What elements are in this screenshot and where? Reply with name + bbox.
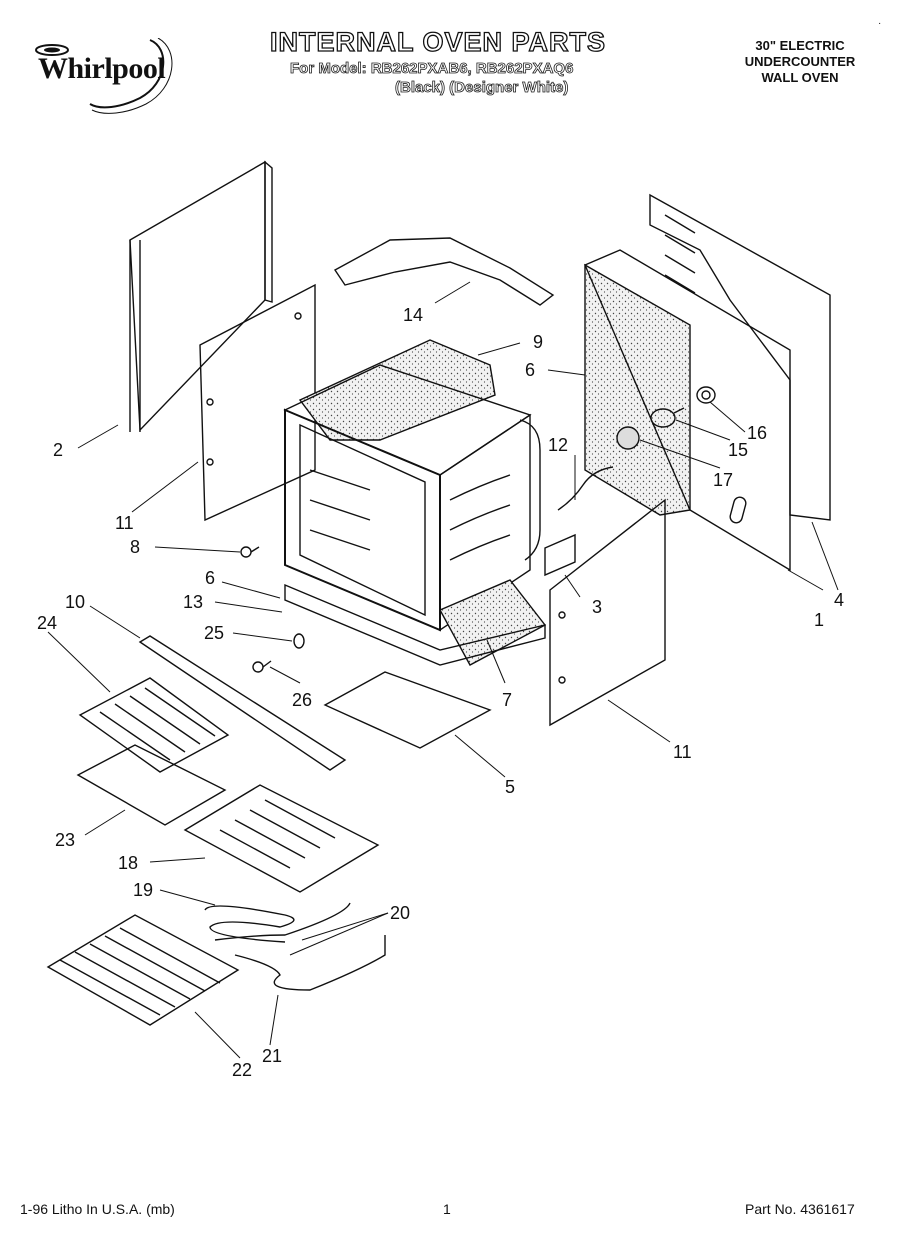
oven-cavity [283, 364, 541, 632]
part-20-element [214, 902, 351, 941]
part-9-insulation [298, 339, 496, 441]
callout-23: 23 [55, 830, 76, 850]
part-21-element [234, 935, 386, 991]
oven-type-line-1: 30" ELECTRIC [755, 38, 845, 53]
footer-page-number: 1 [443, 1201, 451, 1217]
callout-19: 19 [133, 880, 154, 900]
oven-type-line-3: WALL OVEN [761, 70, 839, 85]
callout-12: 12 [548, 435, 569, 455]
callout-1: 1 [814, 610, 825, 630]
callout-11b: 11 [673, 742, 692, 762]
callout-22: 22 [232, 1060, 253, 1080]
part-19-element [204, 905, 295, 943]
callout-7: 7 [502, 690, 513, 710]
whirlpool-logo: Whirlpool [30, 37, 190, 118]
part-23-broil-pan [76, 744, 227, 826]
part-10-trim [138, 635, 347, 771]
callout-6b: 6 [525, 360, 536, 380]
callout-3: 3 [592, 597, 603, 617]
callout-13: 13 [183, 592, 204, 612]
part-8-fastener [240, 546, 260, 558]
callout-4: 4 [834, 590, 845, 610]
corner-mark: · [878, 18, 882, 29]
part-22-oven-rack [46, 914, 240, 1026]
callout-14: 14 [403, 305, 424, 325]
part-6-rear-insulation [584, 249, 791, 572]
part-15-bulb [650, 407, 685, 428]
oven-type-line-2: UNDERCOUNTER [744, 54, 856, 69]
callout-9: 9 [533, 332, 544, 352]
callout-18: 18 [118, 853, 139, 873]
callout-24: 24 [37, 613, 58, 633]
callout-26: 26 [292, 690, 313, 710]
callout-10: 10 [65, 592, 86, 612]
brand-name: Whirlpool [38, 52, 166, 85]
callout-5: 5 [505, 777, 516, 797]
part-25-clip [293, 633, 305, 649]
callout-8: 8 [130, 537, 141, 557]
part-5-bottom-panel [323, 671, 492, 749]
callout-6a: 6 [205, 568, 216, 588]
part-14-vent-duct [333, 237, 555, 306]
part-3-bracket [544, 533, 576, 577]
part-12-wire [557, 466, 614, 511]
part-24-broil-grid [78, 677, 230, 773]
callout-2: 2 [53, 440, 64, 460]
callout-21: 21 [262, 1046, 283, 1066]
whirlpool-swirl-icon [35, 37, 173, 114]
part-18-shield [183, 784, 380, 893]
callout-20: 20 [390, 903, 411, 923]
callout-16: 16 [747, 423, 768, 443]
part-17-socket [616, 426, 640, 450]
callout-15: 15 [728, 440, 749, 460]
model-line: For Model: RB262PXAB6, RB262PXAQ6 [290, 60, 574, 78]
callout-17: 17 [713, 470, 734, 490]
callout-25: 25 [204, 623, 225, 643]
page-title: INTERNAL OVEN PARTS [269, 26, 607, 57]
part-11-right-panel [549, 498, 666, 727]
part-26-screw [252, 660, 272, 673]
part-11-left-panel [199, 283, 316, 522]
callout-leaders [47, 281, 839, 1059]
part-2-side-panel [129, 160, 273, 432]
color-line: (Black) (Designer White) [395, 79, 569, 97]
callout-11a: 11 [115, 513, 134, 533]
part-16-lens [696, 386, 716, 404]
footer-litho: 1-96 Litho In U.S.A. (mb) [20, 1201, 175, 1217]
footer-part-number: Part No. 4361617 [745, 1201, 855, 1217]
